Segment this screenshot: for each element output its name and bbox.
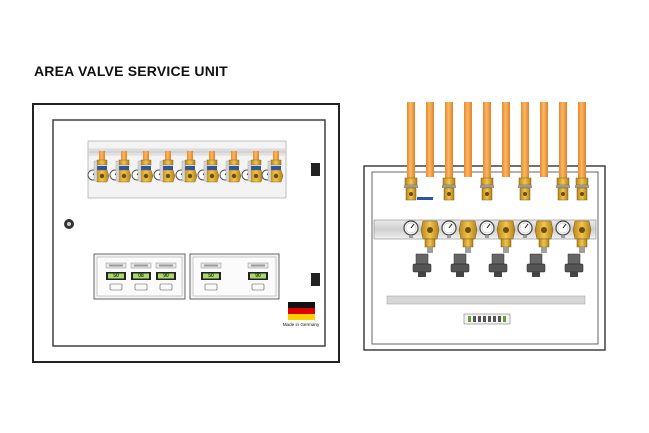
right-cable-duct: [386, 295, 586, 305]
alarm-reading-4: 50: [208, 273, 214, 279]
page-title: AREA VALVE SERVICE UNIT: [34, 63, 228, 79]
hinge-top: [311, 163, 320, 176]
right-pipes: [407, 102, 586, 177]
alarm-reading-1: 50: [113, 273, 119, 279]
lock-icon[interactable]: [64, 219, 74, 229]
hinge-bottom: [311, 273, 320, 286]
alarm-panel-1: 50 08 90: [93, 253, 186, 300]
german-flag-icon: [288, 302, 315, 320]
alarm-reading-3: 90: [163, 273, 169, 279]
alarm-panel-2: 50 90: [189, 253, 280, 300]
blue-pipe-1: [417, 197, 433, 200]
alarm-reading-5: 90: [255, 273, 261, 279]
left-valve-rail: [87, 140, 287, 199]
made-in-label: Made in Germany: [283, 322, 320, 327]
alarm-reading-2: 08: [138, 273, 144, 279]
terminal-strip: [463, 313, 511, 325]
